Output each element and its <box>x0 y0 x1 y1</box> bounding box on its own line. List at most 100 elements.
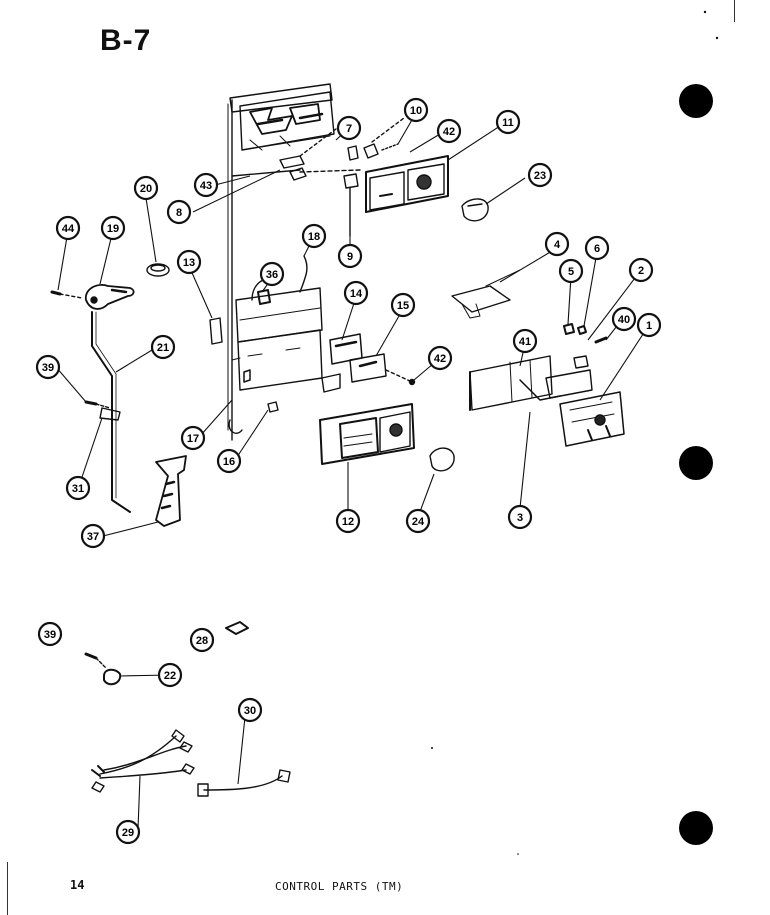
callout-label: 39 <box>42 362 54 374</box>
part-1-switch-drawing <box>469 355 625 447</box>
margin-mark-bottom <box>7 862 8 915</box>
callout-c39b: 39 <box>37 621 63 647</box>
callout-label: 8 <box>176 207 182 219</box>
callout-c1: 1 <box>636 312 662 338</box>
callout-group: 1234567891011121314151617181920212223242… <box>35 97 662 845</box>
part-8-clip <box>289 167 307 181</box>
callout-label: 2 <box>638 265 644 277</box>
callout-circle <box>427 345 453 371</box>
margin-mark-top <box>734 0 735 22</box>
callout-circle <box>193 172 219 198</box>
part-37-bracket-drawing <box>155 455 187 527</box>
callout-circle <box>37 621 63 647</box>
callout-circle <box>584 235 610 261</box>
callout-c12: 12 <box>335 508 361 534</box>
callout-circle <box>512 328 538 354</box>
callout-label: 21 <box>157 342 169 354</box>
callout-circle <box>80 523 106 549</box>
callout-c31: 31 <box>65 475 91 501</box>
page-title: B-7 <box>100 24 152 57</box>
callout-c15: 15 <box>390 292 416 318</box>
callout-c18: 18 <box>301 223 327 249</box>
binder-hole-middle <box>679 446 713 480</box>
callout-circle <box>507 504 533 530</box>
callout-c5: 5 <box>558 258 584 284</box>
callout-c17: 17 <box>180 425 206 451</box>
callout-c24: 24 <box>405 508 431 534</box>
callout-label: 36 <box>266 269 278 281</box>
part-20-ring-drawing <box>146 263 170 277</box>
callout-c22: 22 <box>157 662 183 688</box>
callout-circle <box>628 257 654 283</box>
callout-c37: 37 <box>80 523 106 549</box>
callout-circle <box>527 162 553 188</box>
callout-circle <box>337 243 363 269</box>
callout-label: 23 <box>534 170 546 182</box>
part-23-knob-drawing <box>461 198 489 222</box>
part-43-rod <box>231 169 301 177</box>
part-30-wire-drawing <box>197 769 291 797</box>
part-16-drawing <box>267 401 279 413</box>
callout-label: 41 <box>519 336 531 348</box>
callout-circle <box>176 249 202 275</box>
callout-label: 22 <box>164 670 176 682</box>
callout-label: 16 <box>223 456 235 468</box>
callout-c42b: 42 <box>427 345 453 371</box>
callout-label: 29 <box>122 827 134 839</box>
callout-label: 6 <box>594 243 600 255</box>
callout-c42a: 42 <box>436 118 462 144</box>
part-24-knob-drawing <box>429 447 455 472</box>
callout-label: 44 <box>62 223 75 235</box>
binder-hole-top <box>679 84 713 118</box>
callout-circle <box>189 627 215 653</box>
callout-label: 7 <box>346 123 352 135</box>
callout-c6: 6 <box>584 235 610 261</box>
callout-c10: 10 <box>403 97 429 123</box>
callout-c30: 30 <box>237 697 263 723</box>
callout-label: 43 <box>200 180 212 192</box>
callout-circle <box>157 662 183 688</box>
callout-circle <box>150 334 176 360</box>
callout-label: 24 <box>412 516 425 528</box>
callout-c29: 29 <box>115 819 141 845</box>
callout-c9: 9 <box>337 243 363 269</box>
callout-c41: 41 <box>512 328 538 354</box>
part-6-screw-drawing <box>577 325 587 335</box>
callout-c44: 44 <box>55 215 81 241</box>
callout-label: 18 <box>308 231 320 243</box>
part-7-drawing <box>279 125 341 169</box>
callout-label: 11 <box>502 117 514 129</box>
callout-label: 39 <box>44 629 56 641</box>
callout-circle <box>100 215 126 241</box>
callout-circle <box>343 280 369 306</box>
part-28-drawing <box>225 621 249 635</box>
callout-circle <box>611 306 637 332</box>
part-29-harness-drawing <box>91 729 195 793</box>
callout-circle <box>65 475 91 501</box>
callout-label: 15 <box>397 300 409 312</box>
callout-label: 1 <box>646 320 652 332</box>
page-number: 14 <box>70 878 85 892</box>
callout-label: 42 <box>434 353 446 365</box>
callout-label: 5 <box>568 266 574 278</box>
callout-c3: 3 <box>507 504 533 530</box>
callout-circle <box>436 118 462 144</box>
callout-circle <box>544 231 570 257</box>
part-39-screw-lower-drawing <box>84 652 98 660</box>
callout-label: 12 <box>342 516 354 528</box>
part-39-screw-drawing <box>84 400 98 406</box>
callout-label: 40 <box>618 314 630 326</box>
callout-circle <box>259 261 285 287</box>
callout-circle <box>115 819 141 845</box>
callout-label: 14 <box>350 288 363 300</box>
callout-label: 17 <box>187 433 199 445</box>
callout-circle <box>405 508 431 534</box>
callout-circle <box>390 292 416 318</box>
part-12-panel-drawing <box>319 403 415 465</box>
callout-label: 37 <box>87 531 99 543</box>
callout-circle <box>558 258 584 284</box>
callout-c14: 14 <box>343 280 369 306</box>
callout-c4: 4 <box>544 231 570 257</box>
callout-circle <box>180 425 206 451</box>
